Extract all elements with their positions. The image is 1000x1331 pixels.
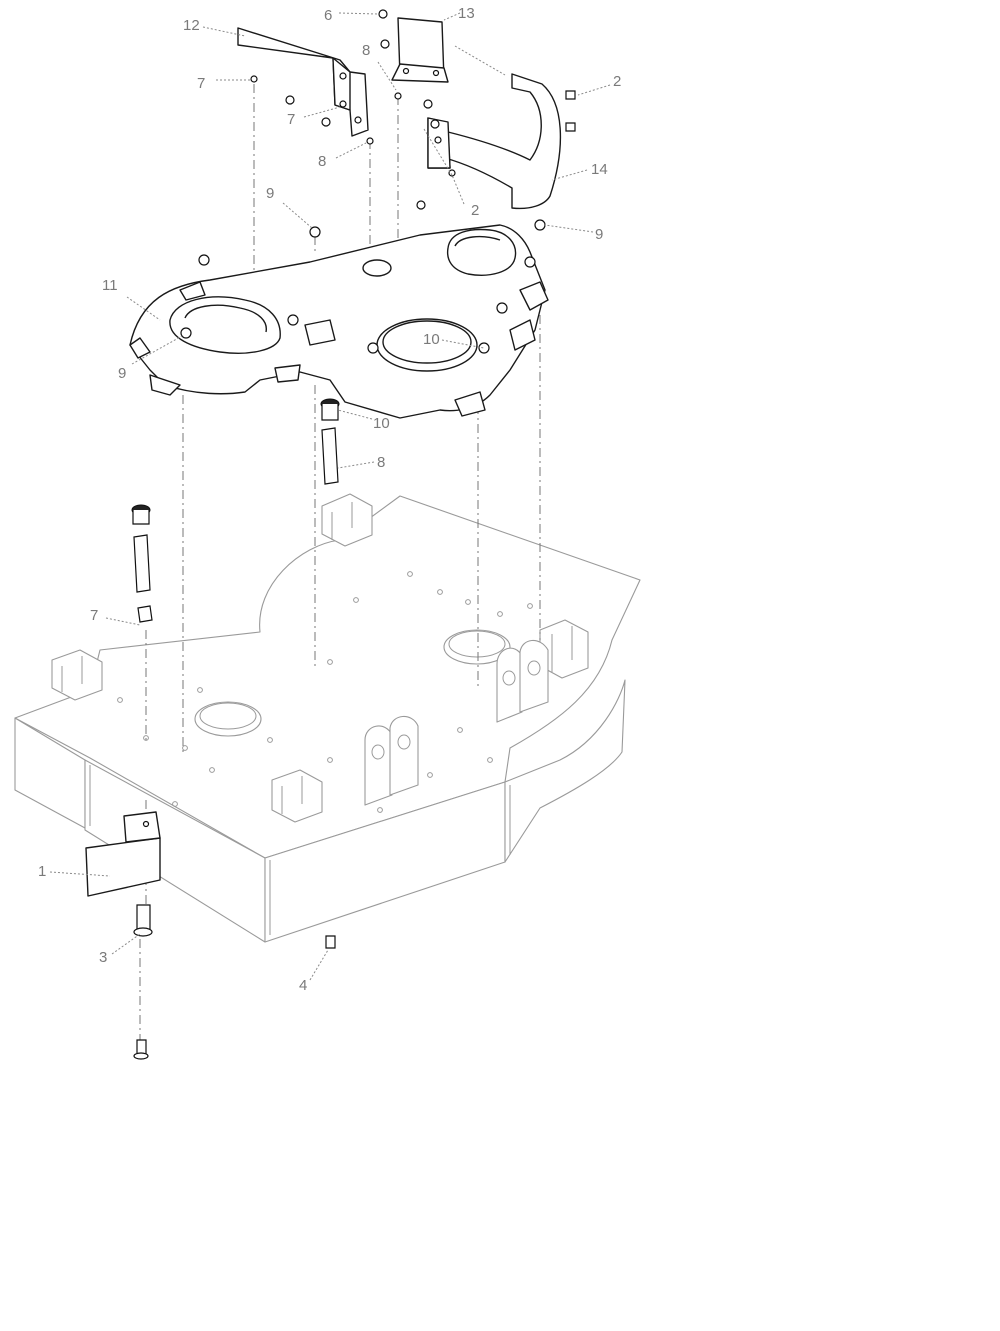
- callout-9: 9: [118, 365, 126, 382]
- callout-2: 2: [613, 73, 621, 90]
- callout-12: 12: [183, 17, 200, 34]
- callout-13: 13: [458, 5, 475, 22]
- callout-5: 7: [287, 111, 295, 128]
- leader-lines: [49, 12, 611, 981]
- belt-cover-assembly: [129, 224, 549, 419]
- callout-10: 10: [373, 415, 390, 432]
- callout-9: 10: [423, 331, 440, 348]
- callout-3: 3: [99, 949, 107, 966]
- callout-8: 9: [595, 226, 603, 243]
- callout-6: 7: [90, 607, 98, 624]
- callout-labels: 12 6 13 7 8 7 8 2 2 14 9 9 11 9 10 10 8 …: [38, 5, 621, 994]
- callout-7: 8: [362, 42, 370, 59]
- callout-14: 14: [591, 161, 608, 178]
- callout-7: 7: [197, 75, 205, 92]
- loose-hardware: [85, 9, 576, 1060]
- callout-8: 8: [377, 454, 385, 471]
- callout-9: 9: [266, 185, 274, 202]
- callout-2: 2: [471, 202, 479, 219]
- guard-14: [427, 73, 562, 210]
- bracket-13: [391, 17, 449, 83]
- shield-12: [237, 27, 369, 137]
- mower-deck: [14, 493, 641, 943]
- callout-4: 4: [299, 977, 307, 994]
- callout-1: 1: [38, 863, 46, 880]
- callout-7: 8: [318, 153, 326, 170]
- callout-11: 11: [102, 277, 118, 294]
- callout-5: 6: [324, 7, 332, 24]
